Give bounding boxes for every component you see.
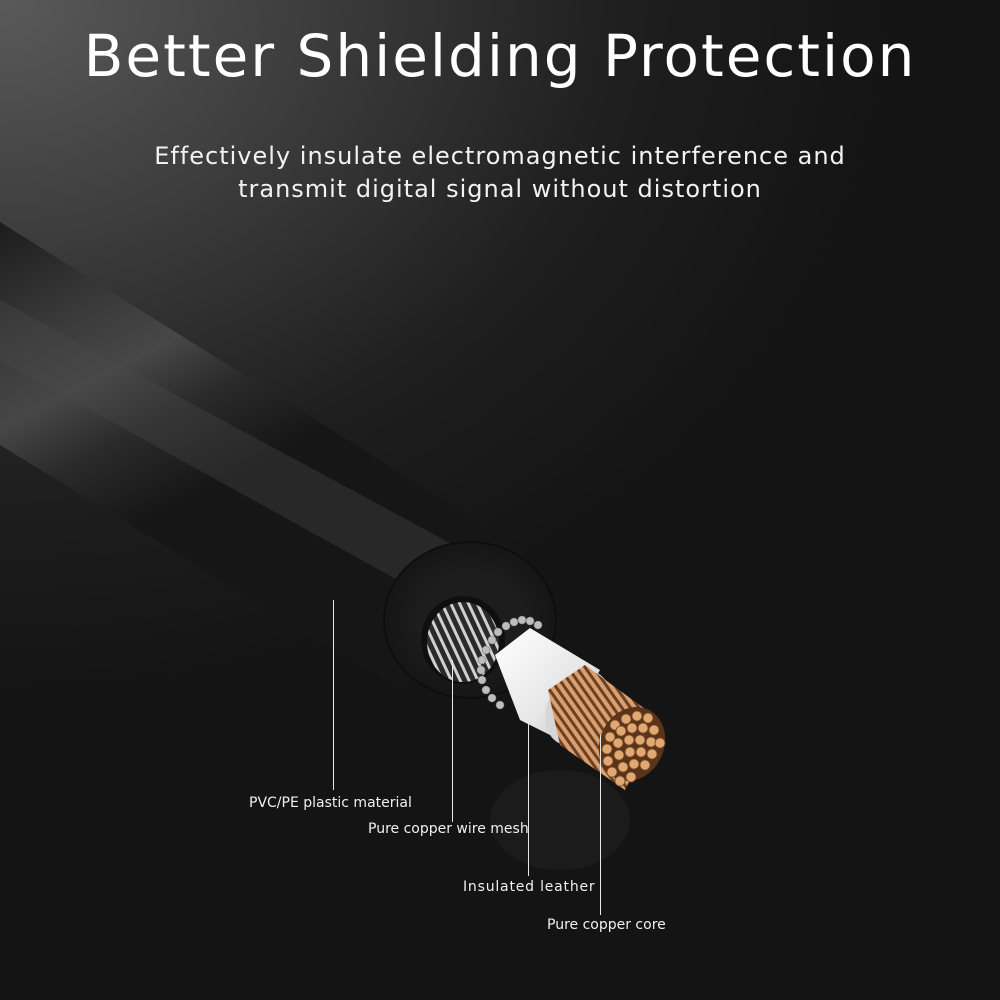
callout-label-insulation: Insulated leather: [463, 879, 596, 895]
callout-line-pvc: [333, 600, 334, 790]
callout-label-pvc: PVC/PE plastic material: [249, 795, 412, 811]
subtitle-line-1: Effectively insulate electromagnetic int…: [154, 142, 846, 170]
subtitle: Effectively insulate electromagnetic int…: [0, 140, 1000, 206]
callout-label-core: Pure copper core: [547, 917, 666, 933]
cable-jacket: [0, 222, 520, 690]
callout-line-core: [600, 735, 601, 915]
subtitle-line-2: transmit digital signal without distorti…: [238, 175, 762, 203]
shield-ring: [476, 615, 543, 710]
callout-label-mesh: Pure copper wire mesh: [368, 821, 529, 837]
callout-line-insulation: [528, 716, 529, 876]
page-title: Better Shielding Protection: [83, 22, 917, 90]
callout-line-mesh: [452, 660, 453, 822]
